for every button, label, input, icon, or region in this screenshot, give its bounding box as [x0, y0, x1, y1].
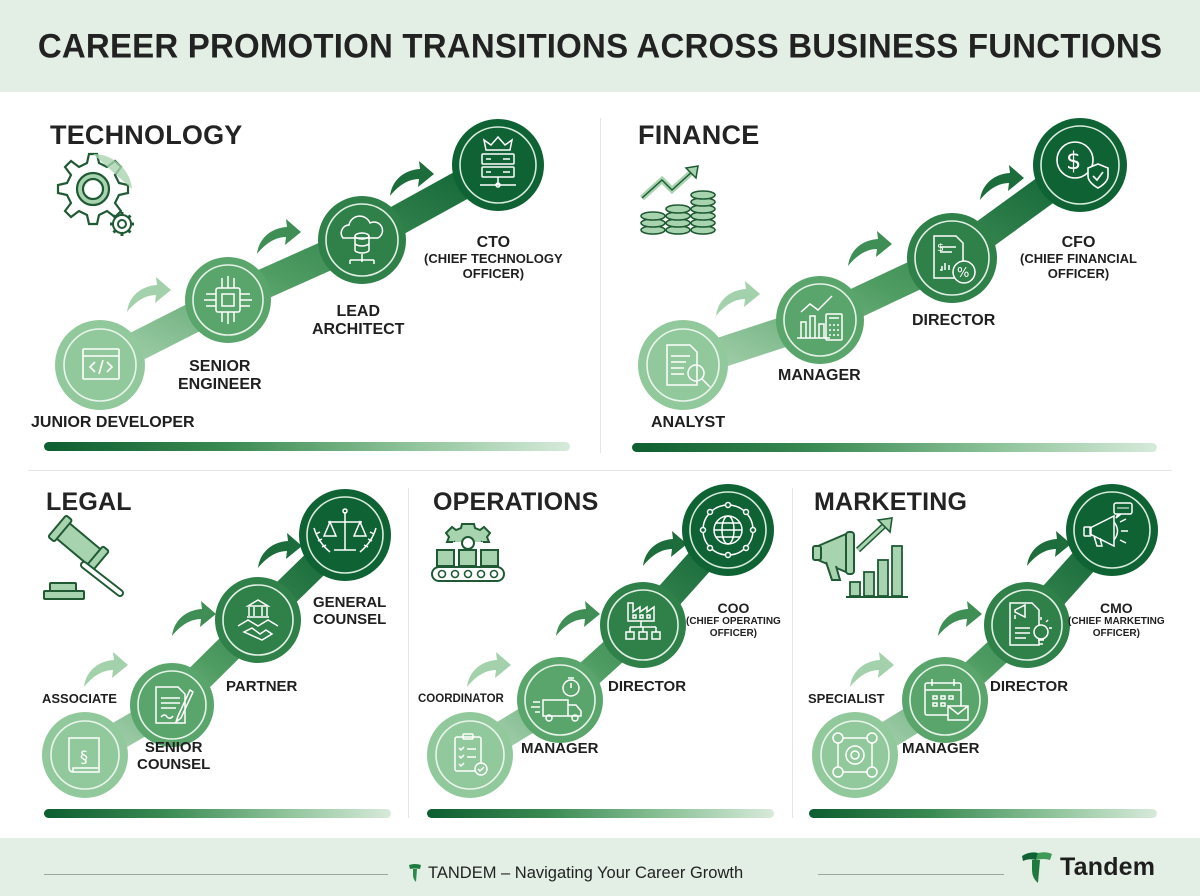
- finance-section-coins-icon: [639, 165, 716, 235]
- section-title-legal: LEGAL: [46, 488, 132, 516]
- legal-stage-3-circle: [215, 577, 301, 663]
- section-title-operations: OPERATIONS: [433, 488, 599, 516]
- section-title-finance: FINANCE: [638, 120, 760, 150]
- svg-text:$: $: [937, 241, 944, 254]
- fin-stage-4-circle: $: [1033, 118, 1127, 212]
- operations-graphics: [427, 484, 774, 798]
- tandem-logo-icon: [1022, 852, 1052, 883]
- page-title: CAREER PROMOTION TRANSITIONS ACROSS BUSI…: [37, 26, 1163, 65]
- svg-text:$: $: [1066, 147, 1081, 175]
- fin-stage-1-label: ANALYST: [651, 414, 726, 431]
- ops-progress-bar: [427, 809, 774, 818]
- mkt-stage-3-circle: [984, 582, 1070, 668]
- marketing-graphics: [812, 484, 1158, 798]
- mkt-stage-3-label: DIRECTOR: [990, 678, 1069, 695]
- legal-section-gavel-icon: [43, 515, 124, 600]
- divider-vertical-top: [600, 118, 601, 453]
- ops-stage-1-circle: [427, 712, 513, 798]
- tech-section-gears-icon: [56, 152, 134, 236]
- fin-stage-2-label: MANAGER: [778, 367, 861, 384]
- mkt-progress-bar: [809, 809, 1157, 818]
- footer: TANDEM – Navigating Your Career Growth T…: [0, 838, 1200, 896]
- fin-stage-2-circle: [776, 276, 864, 364]
- ops-stage-4-circle: [682, 484, 774, 576]
- legal-stage-1-circle: §: [42, 712, 128, 798]
- tech-stage-3-circle: [318, 196, 406, 284]
- ops-stage-2-label: MANAGER: [521, 740, 599, 757]
- legal-stage-4-circle: [299, 489, 391, 581]
- header-banner: CAREER PROMOTION TRANSITIONS ACROSS BUSI…: [0, 0, 1200, 92]
- marketing-section-megaphone-icon: [812, 517, 908, 598]
- footer-tagline: TANDEM – Navigating Your Career Growth: [408, 863, 743, 883]
- legal-stage-3-label: PARTNER: [226, 678, 298, 695]
- fin-progress-bar: [632, 443, 1157, 452]
- finance-graphics: $ % $: [638, 118, 1127, 410]
- legal-progress-bar: [44, 809, 391, 818]
- mkt-stage-2-label: MANAGER: [902, 740, 980, 757]
- tech-stage-1-label: JUNIOR DEVELOPER: [31, 414, 195, 431]
- legal-graphics: §: [42, 489, 391, 798]
- section-title-technology: TECHNOLOGY: [50, 120, 243, 150]
- divider-horizontal: [28, 470, 1172, 471]
- footer-rule-left: [44, 874, 388, 875]
- ops-stage-3-label: DIRECTOR: [608, 678, 687, 695]
- tech-stage-2-circle: [185, 257, 271, 343]
- ops-stage-1-label: COORDINATOR: [418, 693, 504, 705]
- tandem-logo-small-icon: [409, 864, 421, 882]
- tech-progress-bar: [44, 442, 570, 451]
- divider-vertical-bottom-right: [792, 488, 793, 818]
- footer-brand: Tandem: [1020, 850, 1155, 884]
- fin-stage-1-circle: [638, 320, 728, 410]
- technology-graphics: [55, 119, 544, 410]
- mkt-stage-2-circle: [902, 657, 988, 743]
- tech-stage-4-circle: [452, 119, 544, 211]
- legal-stage-2-circle: [130, 663, 214, 747]
- fin-stage-3-label: DIRECTOR: [912, 312, 996, 329]
- mkt-stage-1-circle: [812, 712, 898, 798]
- svg-text:§: §: [80, 747, 88, 766]
- divider-vertical-bottom-left: [408, 488, 409, 818]
- mkt-stage-1-label: SPECIALIST: [808, 691, 885, 706]
- fin-stage-3-circle: $ %: [907, 213, 997, 303]
- section-title-marketing: MARKETING: [814, 488, 968, 516]
- tech-stage-1-circle: [55, 320, 145, 410]
- mkt-stage-4-circle: [1066, 484, 1158, 576]
- svg-text:%: %: [957, 266, 969, 281]
- ops-stage-2-circle: [517, 657, 603, 743]
- operations-section-conveyor-icon: [431, 523, 505, 582]
- legal-stage-1-label: ASSOCIATE: [42, 691, 117, 706]
- footer-rule-right: [818, 874, 1004, 875]
- ops-stage-3-circle: [600, 582, 686, 668]
